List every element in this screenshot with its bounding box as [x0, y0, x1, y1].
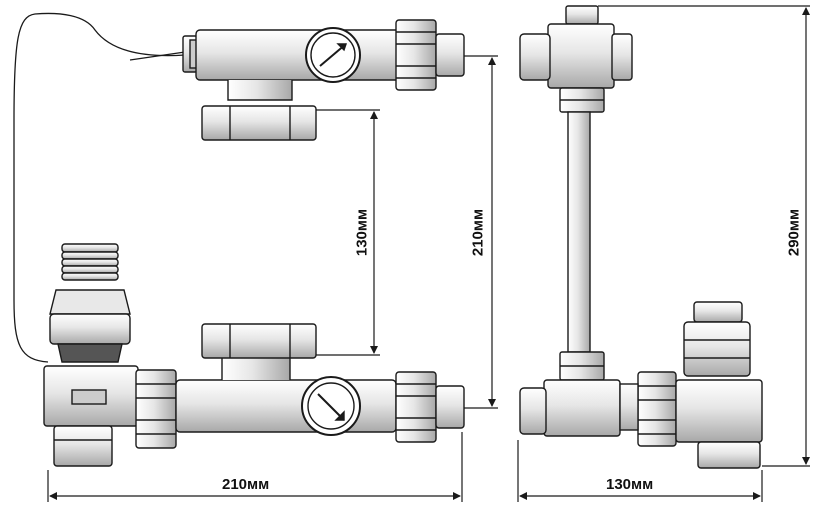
bottom-left-union-nut-icon [135, 369, 177, 449]
side-bottom-body [543, 379, 621, 437]
bottom-top-nut-icon [201, 323, 317, 359]
front-width-label: 210мм [222, 476, 270, 493]
top-valve-body [195, 29, 407, 81]
side-height-label: 290мм [785, 208, 803, 257]
front-bottom-assembly [43, 243, 465, 467]
front-height-label: 210мм [469, 208, 487, 257]
side-top-body [547, 23, 615, 89]
side-thermostatic-head-icon [683, 301, 751, 377]
top-bottom-nut-icon [201, 105, 317, 141]
bottom-valve-body [175, 379, 397, 433]
side-width-label: 130мм [606, 476, 654, 493]
capillary-sensor-probe [129, 51, 186, 61]
pipe-spacing-label: 130мм [353, 208, 371, 257]
thermostatic-head-icon [49, 243, 131, 363]
front-top-assembly [13, 12, 465, 363]
top-union-nut-icon [395, 19, 437, 91]
side-connecting-pipe [567, 111, 591, 353]
capillary-tube [13, 12, 186, 363]
bottom-right-union-nut-icon [395, 371, 437, 443]
side-view-assembly [519, 5, 763, 469]
